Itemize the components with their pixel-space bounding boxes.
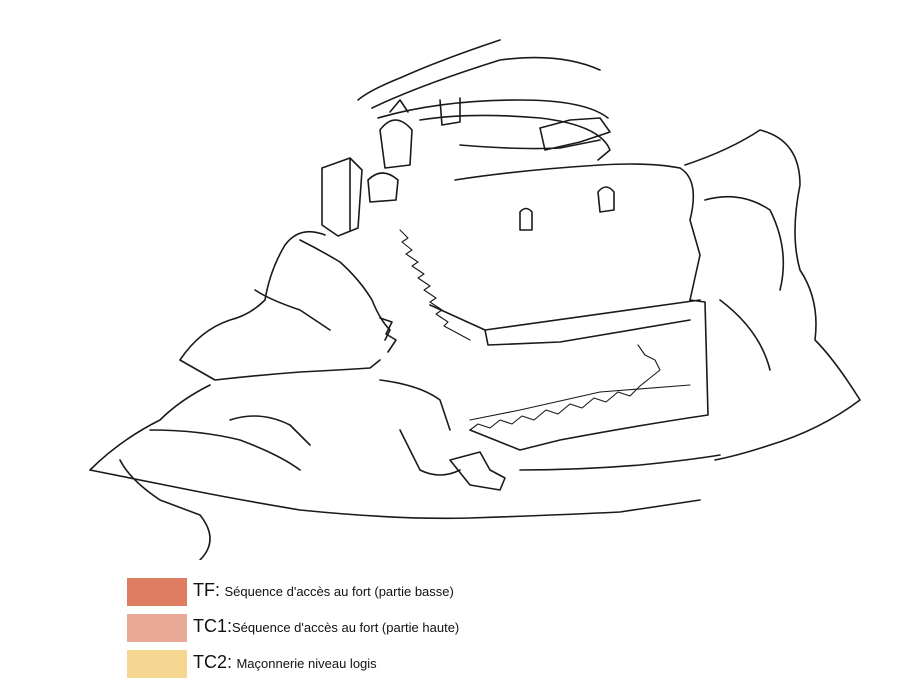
legend-swatch-tf (127, 578, 187, 606)
grey-zone (402, 60, 708, 450)
legend-code-tf: TF: (193, 580, 220, 600)
legend-desc-tc1: Séquence d'accès au fort (partie haute) (232, 620, 460, 635)
legend-code-tc1: TC1: (193, 616, 233, 636)
legend-swatch-tc2 (127, 650, 187, 678)
legend-desc-tf: Séquence d'accès au fort (partie basse) (224, 584, 454, 599)
legend-item-tc2: TC2: Maçonnerie niveau logis (127, 650, 647, 686)
legend-item-tc1: TC1:Séquence d'accès au fort (partie hau… (127, 614, 647, 650)
legend-item-tf: TF: Séquence d'accès au fort (partie bas… (127, 578, 647, 614)
ink-lines (89, 39, 861, 560)
legend-swatch-tc1 (127, 614, 187, 642)
tc2-zone (358, 92, 462, 160)
legend: TF: Séquence d'accès au fort (partie bas… (127, 578, 647, 686)
legend-desc-tc2: Maçonnerie niveau logis (236, 656, 377, 671)
fort-access-sketch (89, 39, 861, 560)
legend-code-tc2: TC2: (193, 652, 233, 672)
